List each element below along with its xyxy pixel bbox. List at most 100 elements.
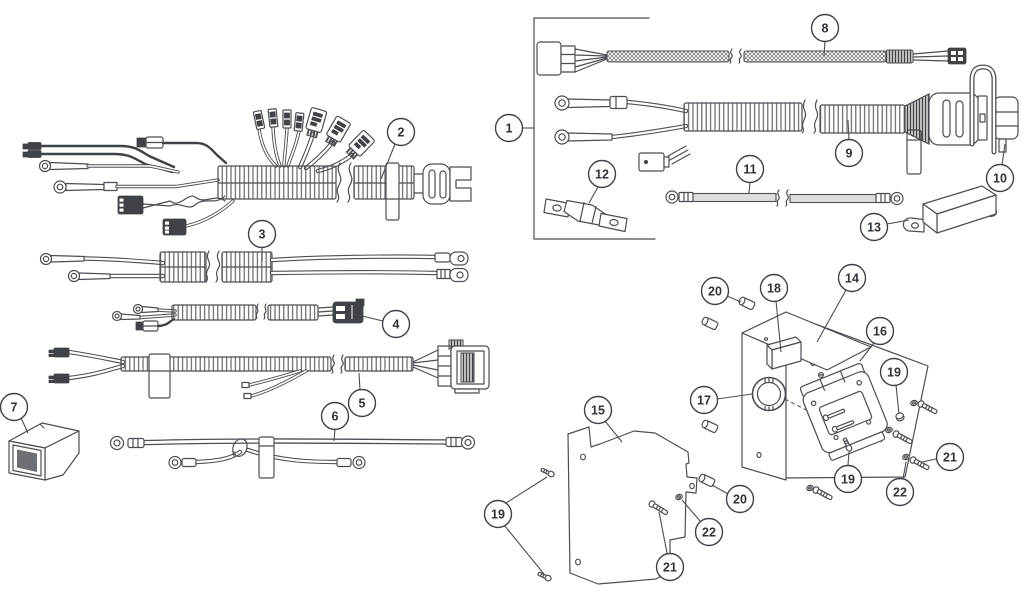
cable-clamp bbox=[258, 436, 275, 479]
svg-text:9: 9 bbox=[846, 147, 853, 161]
callout-7: 7 bbox=[0, 392, 29, 434]
ring-terminal bbox=[436, 267, 469, 283]
cable-clamp bbox=[385, 162, 400, 221]
callout-10: 10 bbox=[985, 143, 1015, 193]
svg-text:18: 18 bbox=[767, 282, 781, 296]
callout-4: 4 bbox=[353, 309, 411, 339]
svg-text:7: 7 bbox=[11, 401, 18, 415]
two-pin-connector bbox=[136, 136, 228, 165]
vehicle-side-connector bbox=[422, 163, 472, 205]
spacer-bushing bbox=[701, 419, 719, 434]
svg-text:2: 2 bbox=[398, 126, 405, 140]
svg-text:12: 12 bbox=[595, 168, 609, 182]
svg-text:11: 11 bbox=[743, 163, 756, 177]
svg-text:21: 21 bbox=[943, 451, 957, 465]
callout-15: 15 bbox=[583, 395, 623, 443]
svg-text:15: 15 bbox=[591, 404, 605, 418]
svg-text:6: 6 bbox=[332, 410, 339, 424]
spacer-bushing bbox=[738, 296, 756, 311]
svg-text:21: 21 bbox=[663, 561, 677, 575]
plug-cap bbox=[993, 96, 1019, 153]
svg-text:13: 13 bbox=[867, 221, 881, 235]
callout-20: 20 bbox=[711, 484, 755, 514]
mounting-bracket-assembly bbox=[741, 311, 929, 481]
callout-2: 2 bbox=[380, 117, 416, 180]
hex-bolt bbox=[916, 399, 939, 416]
callout-layer: 1234567891011121314151617181919192020212… bbox=[0, 13, 1015, 582]
callout-21: 21 bbox=[921, 442, 965, 472]
cable-clamp bbox=[148, 353, 171, 399]
spacer-bushing bbox=[701, 316, 719, 331]
callout-19: 19 bbox=[833, 451, 863, 494]
ground-cable-assembly bbox=[109, 435, 476, 479]
callout-12: 12 bbox=[587, 159, 617, 204]
small-connector bbox=[947, 47, 967, 65]
cable-clamp bbox=[906, 129, 922, 175]
flange-screw bbox=[539, 466, 556, 479]
svg-text:22: 22 bbox=[893, 486, 907, 500]
callout-8: 8 bbox=[810, 13, 840, 57]
ring-terminal bbox=[38, 159, 180, 174]
isolation-module bbox=[902, 185, 998, 234]
cover-plate bbox=[567, 426, 698, 585]
callout-16: 16 bbox=[859, 316, 895, 362]
hex-bolt bbox=[811, 485, 834, 502]
black-connector bbox=[332, 298, 365, 324]
signal-harness bbox=[536, 41, 967, 76]
svg-text:1: 1 bbox=[506, 122, 513, 136]
twisted-pair-connectors bbox=[117, 195, 235, 236]
callout-20: 20 bbox=[700, 276, 742, 306]
callout-19: 19 bbox=[483, 476, 548, 575]
svg-text:10: 10 bbox=[993, 172, 1007, 186]
callout-17: 17 bbox=[689, 385, 753, 415]
bellows bbox=[904, 93, 930, 145]
relay-cover bbox=[8, 422, 80, 481]
jumper-cable bbox=[665, 189, 904, 207]
fastener-hardware bbox=[536, 296, 939, 583]
spade-terminals bbox=[22, 142, 176, 174]
multi-pin-connector bbox=[437, 339, 490, 394]
spacer-bushing bbox=[698, 473, 716, 488]
svg-text:19: 19 bbox=[491, 508, 505, 522]
svg-text:8: 8 bbox=[822, 22, 829, 36]
power-harness bbox=[554, 64, 1019, 175]
callout-1: 1 bbox=[494, 113, 534, 143]
svg-text:3: 3 bbox=[259, 228, 266, 242]
plug-bail-handle bbox=[969, 64, 997, 155]
fuse-tap-connector bbox=[638, 145, 691, 172]
svg-text:14: 14 bbox=[845, 272, 859, 286]
control-harness bbox=[111, 298, 365, 332]
svg-text:20: 20 bbox=[733, 493, 747, 507]
callout-5: 5 bbox=[347, 372, 377, 418]
callout-11: 11 bbox=[735, 154, 765, 194]
svg-text:20: 20 bbox=[708, 285, 722, 299]
svg-text:19: 19 bbox=[841, 473, 855, 487]
hex-bolt bbox=[908, 455, 931, 472]
inner-block bbox=[766, 336, 802, 370]
svg-text:17: 17 bbox=[697, 394, 711, 408]
callout-14: 14 bbox=[816, 263, 867, 343]
callout-22: 22 bbox=[681, 499, 724, 547]
control-module bbox=[799, 363, 888, 461]
blade-terminal-branches bbox=[252, 108, 305, 168]
callout-6: 6 bbox=[320, 401, 350, 442]
ring-terminal bbox=[53, 178, 220, 194]
callout-9: 9 bbox=[834, 119, 864, 168]
main-plug-body bbox=[928, 92, 988, 146]
fuse-assembly bbox=[543, 198, 628, 233]
callout-13: 13 bbox=[859, 212, 910, 242]
svg-text:16: 16 bbox=[873, 325, 887, 339]
callout-22: 22 bbox=[885, 461, 915, 507]
long-control-harness bbox=[48, 339, 490, 400]
callout-21: 21 bbox=[655, 511, 685, 582]
svg-text:22: 22 bbox=[702, 526, 716, 540]
grommet bbox=[751, 376, 787, 412]
callout-19: 19 bbox=[879, 357, 909, 415]
harness-plow-side bbox=[22, 106, 472, 236]
headlamp-connector-branches bbox=[297, 106, 376, 174]
flange-screw bbox=[536, 570, 553, 583]
battery-cable bbox=[39, 250, 469, 283]
svg-text:4: 4 bbox=[393, 318, 400, 332]
